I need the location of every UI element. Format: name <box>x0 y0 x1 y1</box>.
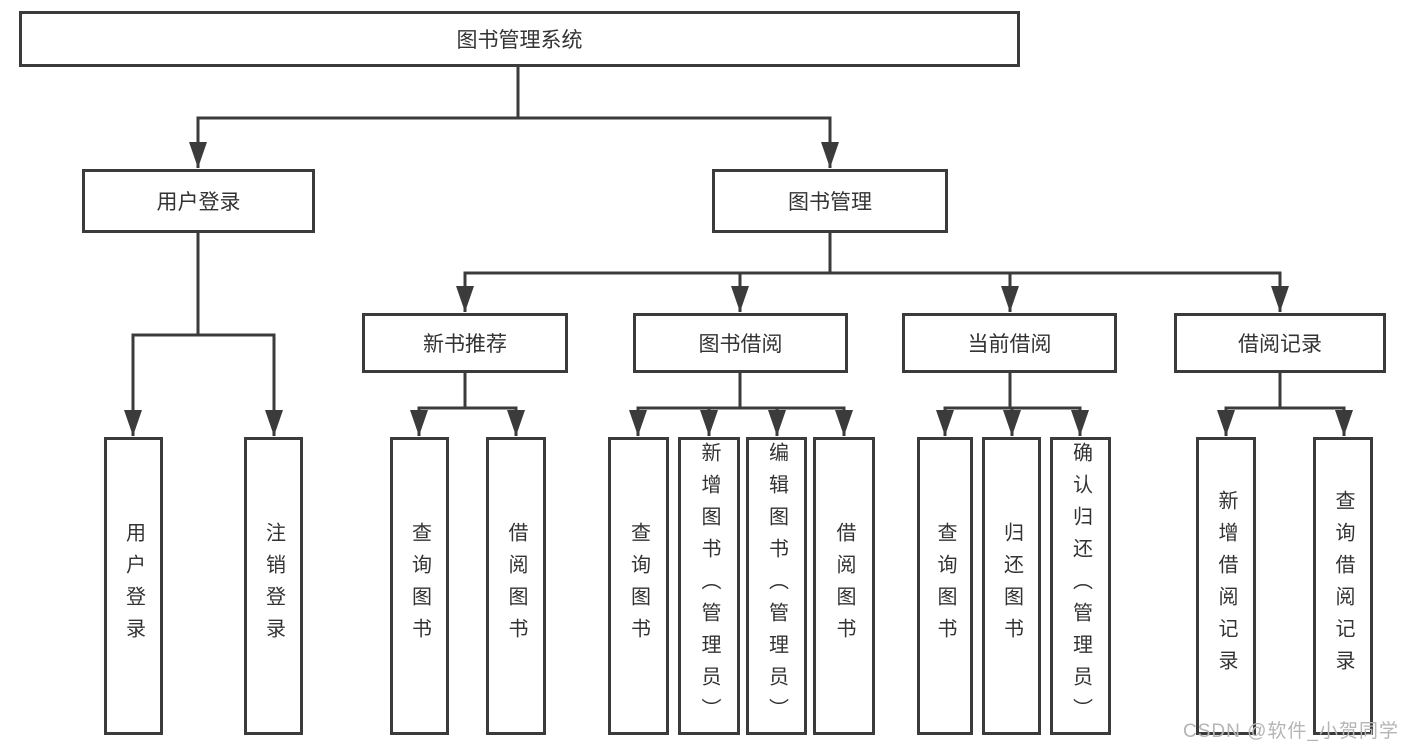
leaf-user-login: 用户登录 <box>104 437 163 735</box>
leaf-label: 查询图书 <box>408 522 431 650</box>
leaf-query-books-current: 查询图书 <box>917 437 973 735</box>
leaf-confirm-return-admin: 确认归还（管理员） <box>1050 437 1111 735</box>
leaf-add-books-admin: 新增图书（管理员） <box>678 437 740 735</box>
node-new-book-recommend: 新书推荐 <box>362 313 568 373</box>
leaf-label: 注销登录 <box>262 522 285 650</box>
leaf-label: 新增图书（管理员） <box>698 442 720 730</box>
node-current-borrowing: 当前借阅 <box>902 313 1117 373</box>
leaf-query-books-borrowing: 查询图书 <box>608 437 669 735</box>
node-user-login: 用户登录 <box>82 169 315 233</box>
watermark: CSDN @软件_小贺同学 <box>1183 721 1399 742</box>
leaf-borrow-books-recommend: 借阅图书 <box>486 437 546 735</box>
leaf-label: 用户登录 <box>122 522 145 650</box>
leaf-label: 归还图书 <box>1000 522 1023 650</box>
node-borrowing-records: 借阅记录 <box>1174 313 1386 373</box>
leaf-label: 查询图书 <box>934 522 956 650</box>
leaf-label: 借阅图书 <box>505 522 527 650</box>
node-library-system: 图书管理系统 <box>19 11 1020 67</box>
leaf-label: 确认归还（管理员） <box>1069 442 1092 730</box>
leaf-label: 借阅图书 <box>833 522 855 650</box>
leaf-logout: 注销登录 <box>244 437 303 735</box>
leaf-label: 查询借阅记录 <box>1332 490 1354 682</box>
leaf-label: 查询图书 <box>627 522 650 650</box>
node-book-management: 图书管理 <box>712 169 948 233</box>
leaf-query-books-recommend: 查询图书 <box>390 437 449 735</box>
leaf-edit-books-admin: 编辑图书（管理员） <box>746 437 807 735</box>
node-book-borrowing: 图书借阅 <box>633 313 848 373</box>
leaf-label: 新增借阅记录 <box>1215 490 1237 682</box>
leaf-query-borrow-record: 查询借阅记录 <box>1313 437 1373 735</box>
leaf-label: 编辑图书（管理员） <box>765 442 788 730</box>
leaf-return-books: 归还图书 <box>982 437 1041 735</box>
leaf-add-borrow-record: 新增借阅记录 <box>1196 437 1256 735</box>
leaf-borrow-books-borrowing: 借阅图书 <box>813 437 875 735</box>
